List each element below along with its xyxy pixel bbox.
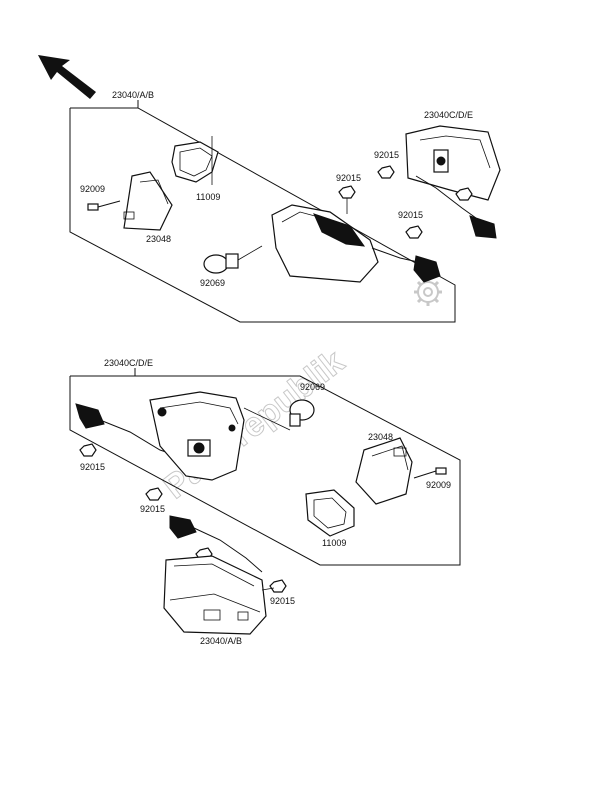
label-23040cde-mid: 23040C/D/E [104, 358, 153, 368]
label-23040ab-bot: 23040/A/B [200, 636, 242, 646]
part-labels: 23040/A/B 23040C/D/E 92015 92015 92015 9… [80, 90, 473, 646]
arrow-up-left-icon [38, 55, 96, 99]
label-92009-top: 92009 [80, 184, 105, 194]
label-92015-f: 92015 [270, 596, 295, 606]
label-11009-mid: 11009 [322, 538, 346, 548]
label-92015-d: 92015 [80, 462, 105, 472]
bottom-assembly [163, 515, 287, 635]
label-92015-e: 92015 [140, 504, 165, 514]
label-11009-top: 11009 [196, 192, 220, 202]
mid-assembly [69, 368, 461, 566]
label-92069-top: 92069 [200, 278, 225, 288]
bulb-92069-mid [289, 399, 315, 427]
screw-92009-mid [413, 467, 447, 479]
gear-icon [414, 278, 442, 306]
label-23040ab-top: 23040/A/B [112, 90, 154, 100]
screw-92009-top [87, 200, 121, 211]
label-92015-a: 92015 [374, 150, 399, 160]
label-23048-top: 23048 [146, 234, 171, 244]
label-92015-c: 92015 [398, 210, 423, 220]
label-23040cde-top: 23040C/D/E [424, 110, 473, 120]
bulb-92069-top [203, 245, 263, 274]
top-assembly [69, 100, 501, 323]
label-92069-mid: 92069 [300, 382, 325, 392]
label-92015-b: 92015 [336, 173, 361, 183]
label-23048-mid: 23048 [368, 432, 393, 442]
label-92009-mid: 92009 [426, 480, 451, 490]
